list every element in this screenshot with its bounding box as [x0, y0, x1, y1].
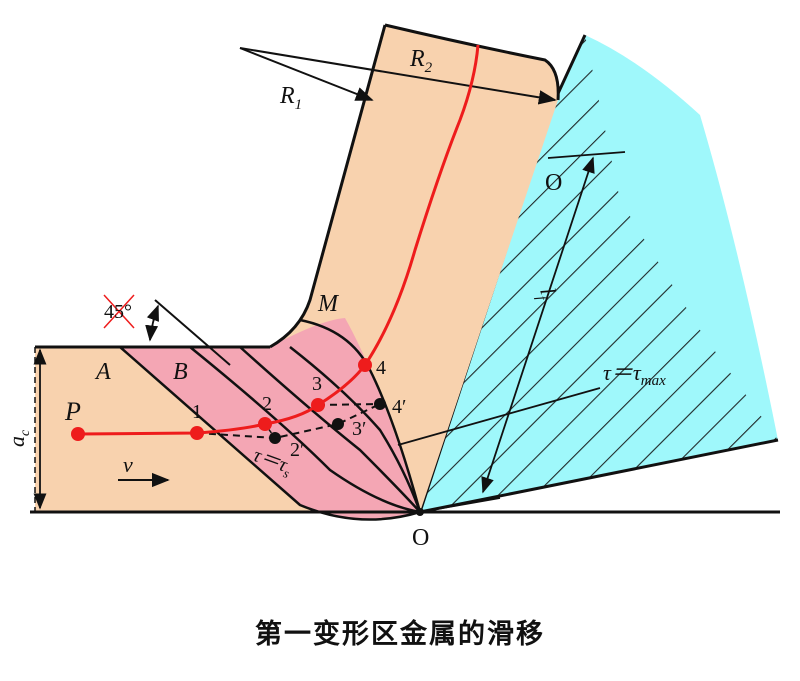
- label-point-4: 4: [376, 357, 386, 379]
- R1-arrow: [239, 47, 374, 101]
- label-tau-max: τ＝τmax: [603, 360, 666, 389]
- point-3p-marker: [332, 418, 344, 430]
- label-angle: 45°: [104, 301, 132, 323]
- tau-max-leader: [397, 387, 601, 446]
- label-point-1: 1: [192, 401, 202, 423]
- point-2p-marker: [269, 432, 281, 444]
- label-R2: R2: [409, 46, 433, 76]
- label-M: M: [317, 291, 340, 317]
- shear-line-A: [119, 346, 421, 521]
- label-ac: ac: [4, 429, 33, 447]
- shear-line-3: [289, 346, 422, 513]
- projection-dashed: [196, 403, 381, 440]
- label-point-2p: 2′: [290, 439, 304, 461]
- shear-line-2: [239, 346, 421, 513]
- label-point-3: 3: [312, 373, 322, 395]
- angle-cross-2: [103, 294, 135, 329]
- lf-ext-bottom: [419, 497, 501, 513]
- label-point-4p: 4′: [392, 396, 406, 418]
- label-v: v: [123, 452, 133, 477]
- angle-ref-line: [154, 299, 231, 366]
- deformation-zone: [120, 318, 420, 520]
- label-point-2: 2: [262, 393, 272, 415]
- label-O-top: O: [545, 170, 562, 196]
- point-O-marker: [416, 508, 424, 516]
- shear-line-M: [299, 318, 422, 513]
- tool-flank-face: [419, 438, 779, 514]
- point-4p-marker: [374, 398, 386, 410]
- point-4-marker: [358, 358, 372, 372]
- point-3-marker: [311, 398, 325, 412]
- label-point-3p: 3′: [352, 418, 366, 440]
- shear-line-B: [189, 346, 421, 514]
- label-O-bottom: O: [412, 525, 429, 551]
- figure-caption: 第一变形区金属的滑移: [255, 619, 545, 650]
- label-P: P: [64, 397, 81, 426]
- chip-back-edge: [269, 24, 387, 349]
- label-B: B: [173, 359, 188, 385]
- chip-top-edge: [384, 23, 560, 101]
- point-P-marker: [71, 427, 85, 441]
- point-2-marker: [258, 417, 272, 431]
- label-R1: R1: [279, 83, 302, 113]
- chip-body: [35, 25, 559, 512]
- label-A: A: [94, 359, 111, 385]
- point-1-marker: [190, 426, 204, 440]
- angle-arc: [145, 304, 159, 342]
- projection-dashed-3: [317, 403, 381, 406]
- R2-arrow: [239, 47, 557, 105]
- lf-dimension-arrow: [481, 156, 595, 494]
